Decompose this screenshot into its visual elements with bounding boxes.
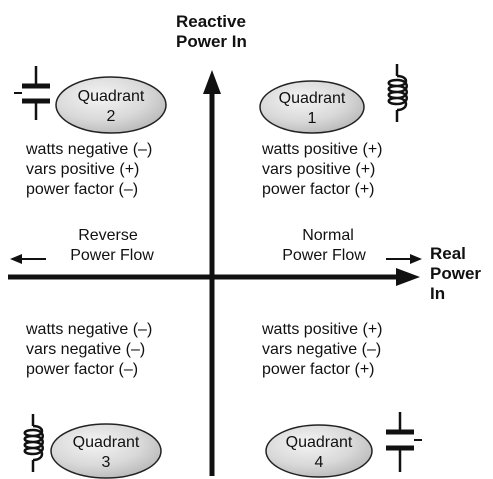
- normal-flow-label: Normal Power Flow: [262, 226, 386, 266]
- quadrant-3-oval: Quadrant 3: [50, 423, 162, 479]
- quadrant-1-properties: watts positive (+) vars positive (+) pow…: [262, 140, 382, 200]
- vertical-axis-arrowhead: [203, 70, 221, 94]
- quadrant-3-properties: watts negative (–) vars negative (–) pow…: [26, 320, 152, 380]
- quadrant-3-watts: watts negative (–): [26, 321, 153, 338]
- x-axis-title-line-1: Real: [430, 244, 466, 263]
- quadrant-4-properties: watts positive (+) vars negative (–) pow…: [262, 320, 382, 380]
- quadrant-3-vars: vars negative (–): [26, 341, 146, 358]
- capacitor-icon: [386, 412, 422, 472]
- reverse-flow-label-line-1: Reverse: [78, 227, 138, 244]
- quadrant-1-watts: watts positive (+): [262, 141, 383, 158]
- quadrant-4-vars: vars negative (–): [262, 341, 382, 358]
- normal-flow-arrow: [386, 254, 422, 264]
- inductor-icon: [23, 414, 44, 472]
- normal-flow-label-line-2: Power Flow: [282, 247, 366, 264]
- quadrant-2-word: Quadrant: [78, 88, 145, 105]
- y-axis-title: Reactive Power In: [176, 12, 247, 52]
- quadrant-2-properties: watts negative (–) vars positive (+) pow…: [26, 140, 152, 200]
- vertical-axis: [203, 70, 221, 476]
- quadrant-2-oval: Quadrant 2: [55, 76, 167, 134]
- quadrant-4-oval: Quadrant 4: [265, 424, 373, 478]
- quadrant-3-number: 3: [102, 454, 111, 471]
- quadrant-2-number: 2: [107, 108, 116, 125]
- quadrant-2-vars: vars positive (+): [26, 161, 140, 178]
- y-axis-title-line-1: Reactive: [176, 12, 246, 31]
- quadrant-3-power-factor: power factor (–): [26, 361, 139, 378]
- quadrant-2-watts: watts negative (–): [26, 141, 153, 158]
- reverse-flow-arrow: [10, 254, 46, 264]
- x-axis-title-line-3: In: [430, 284, 446, 303]
- capacitor-icon: [14, 66, 50, 120]
- quadrant-1-oval: Quadrant 1: [259, 80, 365, 134]
- quadrant-3-word: Quadrant: [73, 434, 140, 451]
- x-axis-title: Real Power In: [430, 244, 481, 304]
- quadrant-4-number: 4: [315, 454, 324, 471]
- quadrant-1-power-factor: power factor (+): [262, 181, 375, 198]
- horizontal-axis: [8, 268, 420, 286]
- inductor-icon: [387, 64, 408, 122]
- quadrant-4-power-factor: power factor (+): [262, 361, 375, 378]
- quadrant-4-word: Quadrant: [286, 434, 353, 451]
- quadrant-1-word: Quadrant: [279, 90, 346, 107]
- normal-flow-label-line-1: Normal: [302, 227, 354, 244]
- quadrant-4-watts: watts positive (+): [262, 321, 383, 338]
- horizontal-axis-arrowhead: [396, 268, 420, 286]
- x-axis-title-line-2: Power: [430, 264, 482, 283]
- y-axis-title-line-2: Power In: [176, 32, 247, 51]
- reverse-flow-label: Reverse Power Flow: [48, 226, 168, 266]
- quadrant-1-vars: vars positive (+): [262, 161, 376, 178]
- quadrant-2-power-factor: power factor (–): [26, 181, 139, 198]
- quadrant-1-number: 1: [308, 110, 317, 127]
- reverse-flow-label-line-2: Power Flow: [70, 247, 154, 264]
